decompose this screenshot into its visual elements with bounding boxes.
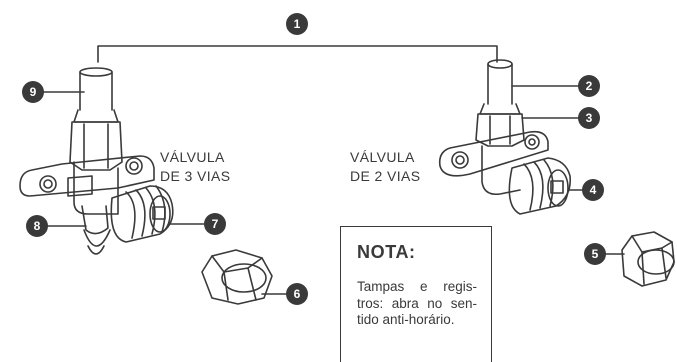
cap-5 xyxy=(621,231,675,287)
two-way-label-line2: DE 2 VIAS xyxy=(350,168,421,184)
callout-2: 2 xyxy=(578,75,600,97)
callout-7: 7 xyxy=(204,213,226,235)
three-way-label-line1: VÁLVULA xyxy=(160,149,225,165)
callout-4: 4 xyxy=(582,179,604,201)
note-body: Tampas e regis-tros: abra no sen-tido an… xyxy=(357,279,477,327)
callout-1: 1 xyxy=(286,13,308,35)
callout-3: 3 xyxy=(578,107,600,129)
callout-5: 5 xyxy=(584,243,606,265)
note-box: NOTA: Tampas e regis-tros: abra no sen-t… xyxy=(340,226,492,362)
three-way-valve xyxy=(19,67,174,255)
two-way-label-line1: VÁLVULA xyxy=(350,149,415,165)
callout-8: 8 xyxy=(26,215,48,237)
note-title: NOTA: xyxy=(357,242,416,262)
callout-9: 9 xyxy=(22,81,44,103)
callout-6: 6 xyxy=(286,283,308,305)
three-way-label-line2: DE 3 VIAS xyxy=(160,168,231,184)
three-way-valve-label: VÁLVULA DE 3 VIAS xyxy=(160,148,231,186)
callout-1-bracket xyxy=(97,45,498,63)
two-way-valve-label: VÁLVULA DE 2 VIAS xyxy=(350,148,421,186)
two-way-valve xyxy=(438,59,572,215)
cap-6 xyxy=(201,249,273,305)
